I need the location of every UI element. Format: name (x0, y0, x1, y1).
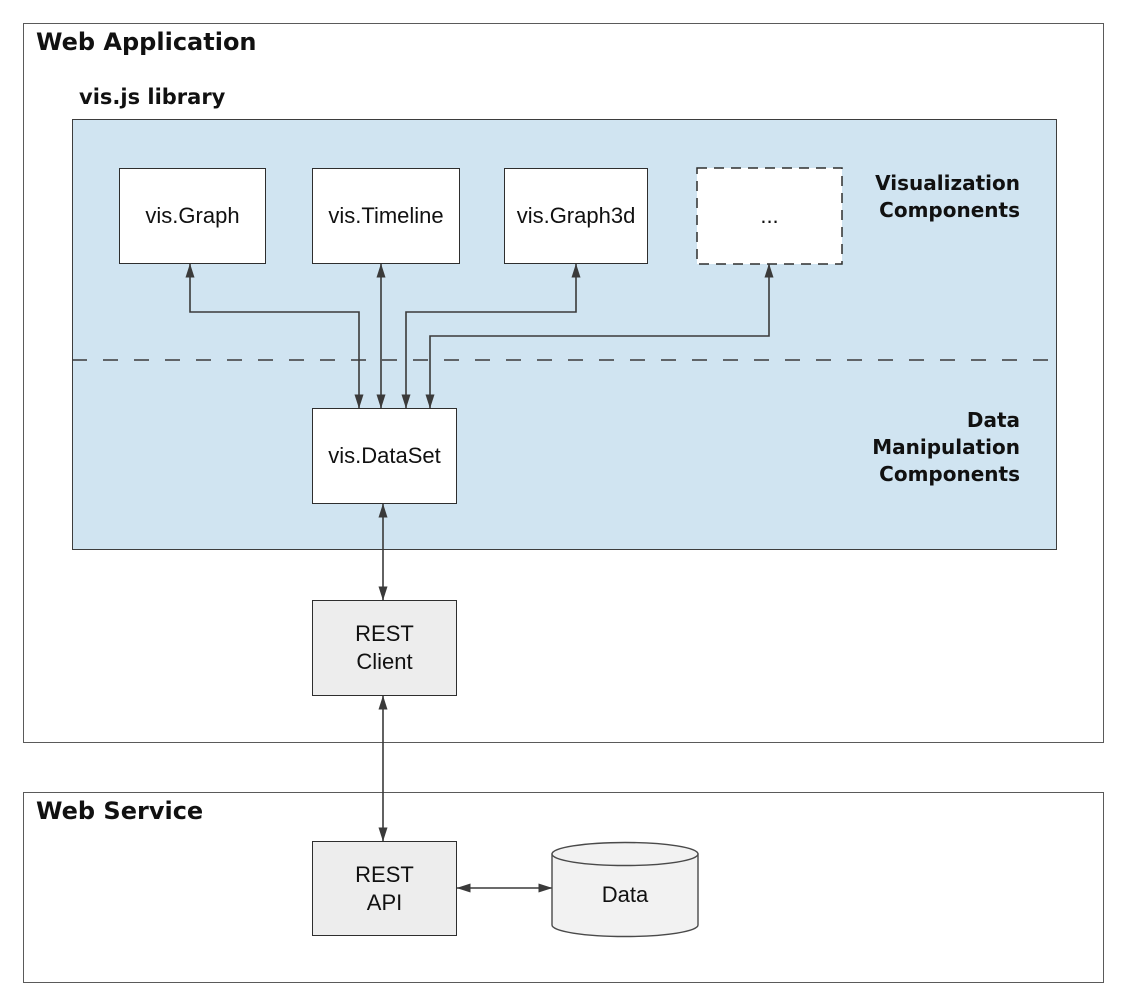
more-components-dashed-box (696, 167, 843, 265)
connector-graph-dataset (185, 263, 364, 409)
cylinder-top (551, 841, 699, 867)
more-components-box: ... (697, 168, 842, 264)
rest-api-label: REST API (355, 861, 414, 915)
vis-graph3d-label: vis.Graph3d (516, 203, 636, 228)
rest-api-box: REST API (312, 841, 457, 936)
visjs-library-title: vis.js library (79, 85, 226, 109)
vis-dataset-box: vis.DataSet (312, 408, 457, 504)
rest-client-box: REST Client (312, 600, 457, 696)
vis-timeline-box: vis.Timeline (312, 168, 460, 264)
data-manipulation-components-label: Data Manipulation Components (872, 408, 1020, 486)
vis-graph3d-box: vis.Graph3d (504, 168, 648, 264)
rest-client-label: REST Client (355, 621, 414, 674)
more-components-label: ... (760, 203, 779, 228)
vis-dataset-label: vis.DataSet (328, 443, 441, 468)
connector-more-dataset (425, 263, 774, 409)
web-service-title: Web Service (36, 797, 204, 825)
visualization-components-label: Visualization Components (875, 171, 1020, 222)
web-service-container (23, 792, 1104, 983)
cylinder-body (551, 853, 699, 938)
data-store-label: Data (601, 882, 649, 907)
vis-timeline-label: vis.Timeline (328, 203, 444, 228)
web-application-container (23, 23, 1104, 743)
web-application-title: Web Application (36, 28, 257, 56)
vis-graph-label: vis.Graph (145, 203, 240, 228)
vis-graph-box: vis.Graph (119, 168, 266, 264)
data-store-cylinder (551, 841, 699, 938)
